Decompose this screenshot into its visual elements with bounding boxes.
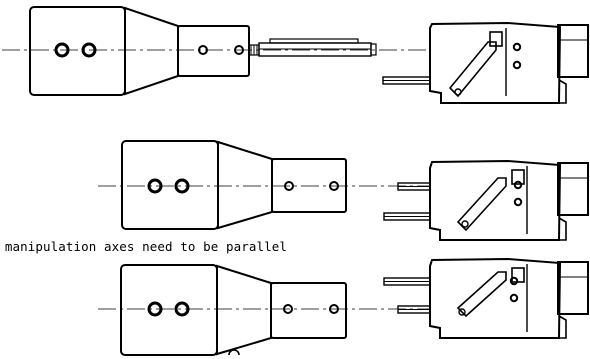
row-2-tool-body [121,140,347,230]
row-1-shaft [248,38,377,57]
row-2-assembly [98,140,589,241]
row-1-tool-body [29,6,250,96]
row-2-gripper-hole-1 [513,180,523,190]
row-3-gripper [383,257,589,339]
row-2-gripper-hole-2 [513,197,523,207]
parallel-axes-caption: th manipulation axes need to be parallel [0,239,288,254]
row-1-gripper [382,21,589,104]
row-1-assembly [2,6,589,104]
row-1-gripper-hole-2 [512,60,522,70]
row-1-gripper-hole-1 [512,42,522,52]
row-3-tool-body [120,264,347,356]
row-3-assembly [98,257,589,356]
row-3-gripper-hole-2 [509,293,519,303]
row-2-gripper [383,159,589,241]
row-3-gripper-hole-1 [509,276,519,286]
